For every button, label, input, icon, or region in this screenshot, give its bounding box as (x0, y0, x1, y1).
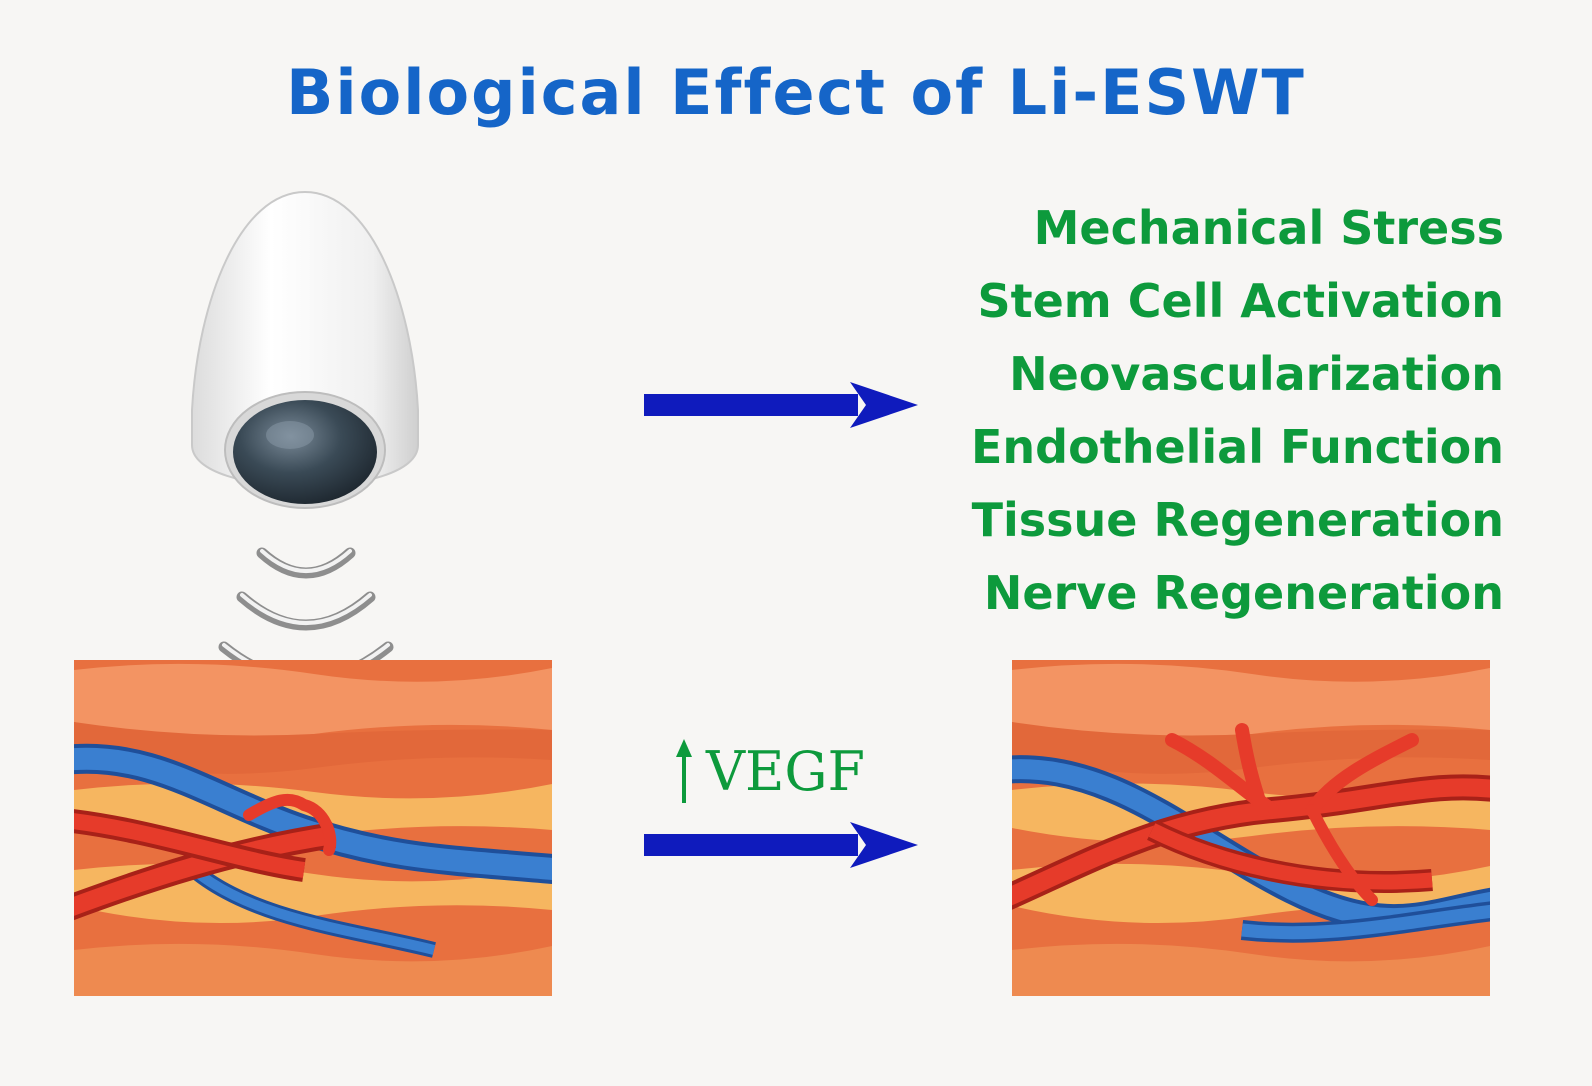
effects-list: Mechanical Stress Stem Cell Activation N… (804, 192, 1504, 630)
vegf-label: VEGF (706, 739, 866, 803)
effect-item: Endothelial Function (971, 420, 1504, 474)
vegf-annotation: VEGF (676, 736, 865, 806)
arrow-to-effects (644, 382, 918, 428)
diagram-title: Biological Effect of Li-ESWT (286, 56, 1306, 129)
eswt-probe (191, 190, 419, 509)
effect-item: Neovascularization (1009, 347, 1504, 401)
arrow-to-regeneration (644, 822, 918, 868)
effect-item: Tissue Regeneration (971, 493, 1504, 547)
up-arrow-icon (676, 739, 692, 803)
effect-item: Nerve Regeneration (983, 566, 1504, 620)
effect-item: Stem Cell Activation (977, 274, 1504, 328)
tissue-before (74, 660, 552, 996)
effect-item: Mechanical Stress (1033, 201, 1504, 255)
tissue-after (1012, 660, 1490, 996)
